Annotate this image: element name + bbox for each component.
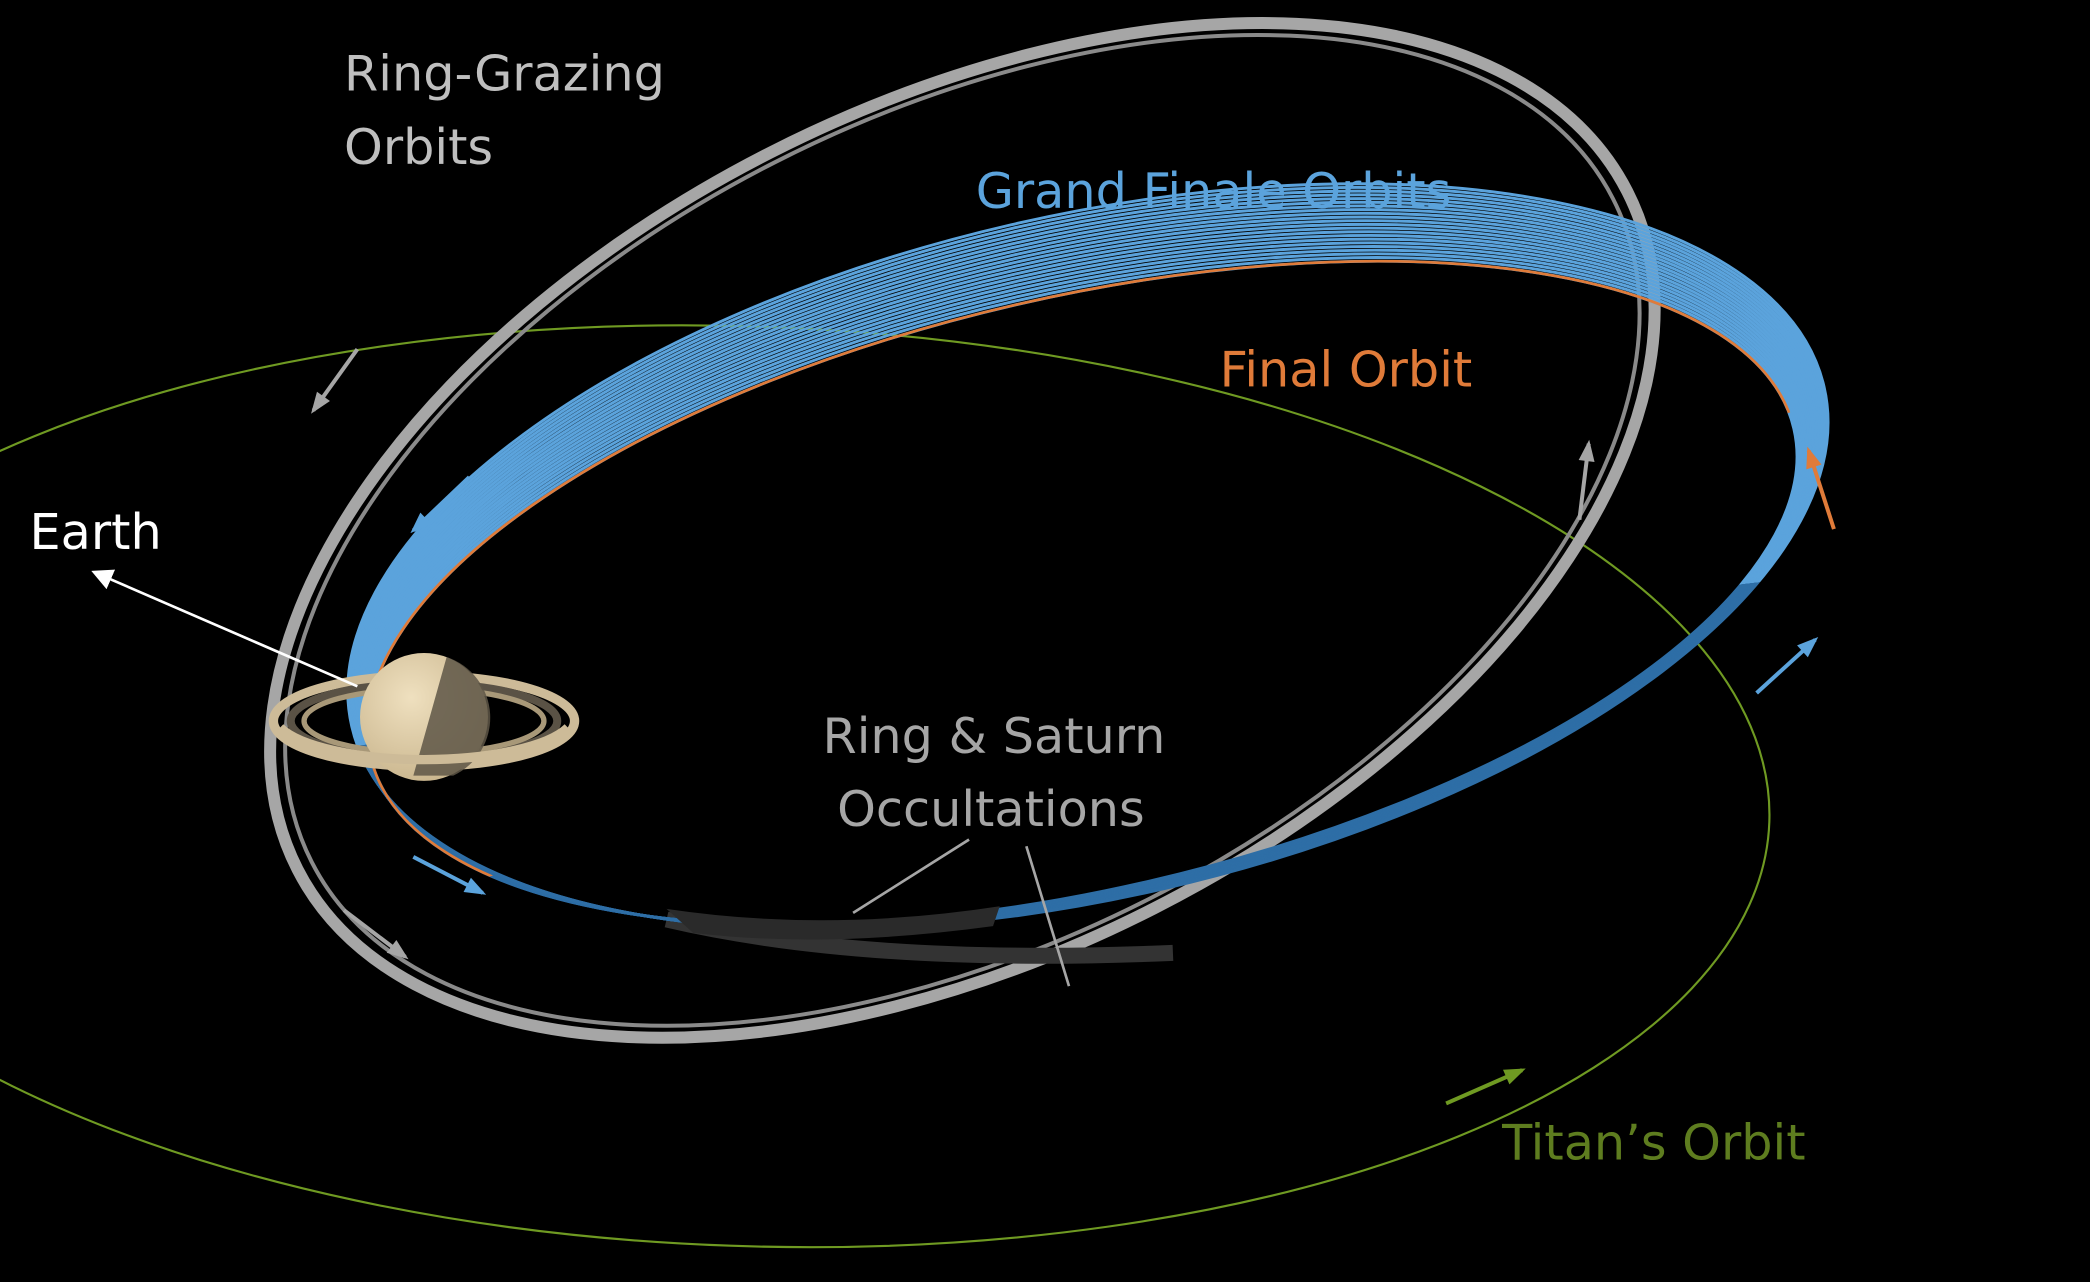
grand-finale-orbit-path: [346, 182, 1830, 747]
grand-finale-orbit-path: [359, 234, 1809, 747]
saturn: [268, 652, 580, 781]
arrowhead-icon: [1797, 636, 1819, 658]
arrowhead-icon: [463, 877, 487, 895]
occultation-pointer-1: [852, 838, 970, 914]
grand-finale-orbit-path: [364, 252, 1802, 747]
arrowhead-icon: [311, 391, 330, 414]
label-occultations-2: Occultations: [837, 780, 1145, 838]
grand-finale-orbit-path: [362, 245, 1805, 747]
occultation-shadow: [666, 906, 1000, 940]
grand-finale-orbit-path: [365, 256, 1800, 747]
occultation-pointer-2: [1025, 845, 1071, 987]
label-earth: Earth: [30, 503, 162, 561]
arrowhead-icon: [1503, 1068, 1526, 1085]
earth-direction-arrow: [91, 569, 358, 688]
arrowhead-icon: [410, 512, 432, 534]
grand-finale-orbit-path: [363, 248, 1803, 747]
label-grand-finale: Grand Finale Orbits: [976, 162, 1452, 220]
label-occultations-1: Ring & Saturn: [822, 707, 1165, 765]
arrowhead-icon: [1578, 439, 1595, 462]
grand-finale-orbit-path: [360, 237, 1808, 747]
label-ring-grazing-1: Ring-Grazing: [344, 45, 665, 103]
grand-finale-orbit-path: [351, 200, 1823, 747]
arrowhead-icon: [1806, 446, 1822, 470]
label-final-orbit: Final Orbit: [1220, 340, 1473, 398]
grand-finale-orbit-path: [351, 573, 1823, 930]
grand-finale-orbit-path: [361, 241, 1806, 747]
label-titan-orbit: Titan’s Orbit: [1501, 1113, 1805, 1171]
arrowhead-icon: [386, 939, 409, 960]
label-ring-grazing-2: Orbits: [344, 118, 493, 176]
